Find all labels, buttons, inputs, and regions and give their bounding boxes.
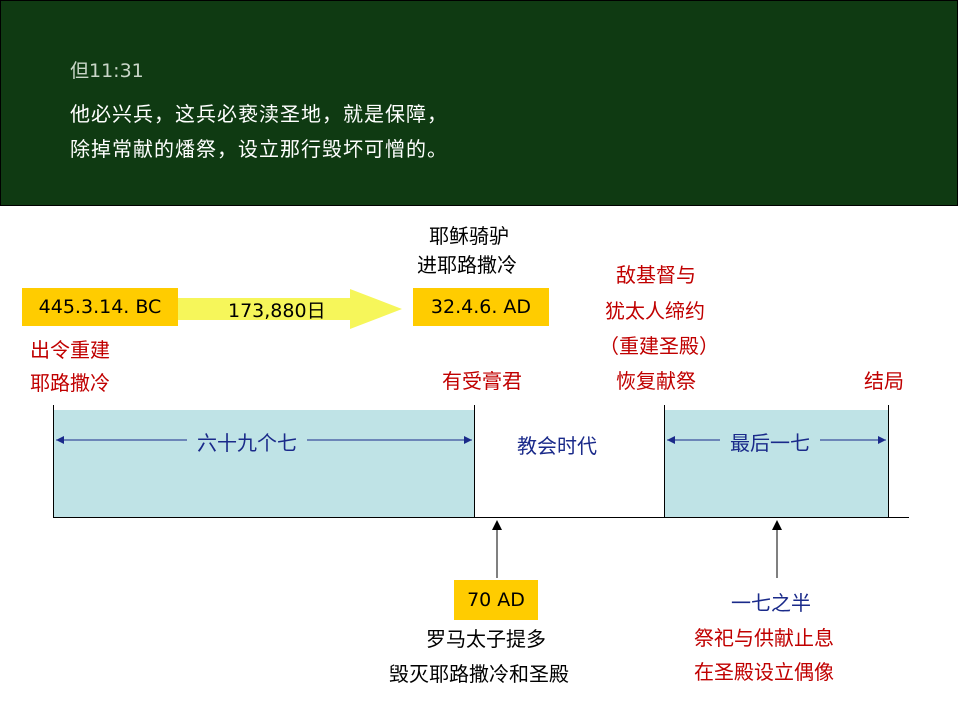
interval-arrow [178,289,402,329]
span-arrow-69-head-right [464,436,472,444]
band-edge-left [53,405,54,517]
verse-line-2: 除掉常献的燔祭，设立那行毁坏可憎的。 [70,137,448,161]
covenant-line-2: 犹太人缔约 [605,299,705,323]
verse-header: 但11:31 他必兴兵，这兵必亵渎圣地，就是保障， 除掉常献的燔祭，设立那行毁坏… [0,0,958,206]
interval-days-label: 173,880日 [228,300,326,322]
midpoint-label: 一七之半 [731,591,811,615]
midpoint-note-2: 在圣殿设立偶像 [694,660,834,684]
pointer-mid-head [772,520,782,530]
band-edge-mid-left [474,405,475,517]
start-note-2: 耶路撒冷 [30,371,110,395]
sixty-nine-weeks-label: 六十九个七 [187,427,307,456]
covenant-line-1: 敌基督与 [616,263,696,287]
destruction-note-1: 罗马太子提多 [426,627,546,651]
pointer-70ad-head [492,520,502,530]
band-edge-right [888,405,889,517]
span-arrow-last-head-left [667,436,675,444]
messiah-cut-off: 有受膏君 [442,369,522,393]
band-edge-mid-right [664,405,665,517]
last-week-label: 最后一七 [720,427,820,456]
start-note-1: 出令重建 [30,338,110,362]
entry-note-2: 进耶路撒冷 [417,253,517,277]
entry-date-box: 32.4.6. AD [413,288,549,326]
midpoint-note-1: 祭祀与供献止息 [694,626,834,650]
entry-note-1: 耶稣骑驴 [429,224,509,248]
destruction-note-2: 毁灭耶路撒冷和圣殿 [389,662,569,686]
covenant-line-3: （重建圣殿） [599,334,719,358]
start-date-box: 445.3.14. BC [22,288,178,326]
timeline-baseline [53,517,909,518]
span-arrow-last-head-right [878,436,886,444]
verse-line-1: 他必兴兵，这兵必亵渎圣地，就是保障， [70,102,448,126]
covenant-line-4: 恢复献祭 [616,369,696,393]
verse-reference: 但11:31 [70,60,144,82]
destruction-date-box: 70 AD [454,580,538,620]
church-age-label: 教会时代 [517,434,597,458]
end-label: 结局 [864,369,904,393]
span-arrow-69-head-left [56,436,64,444]
